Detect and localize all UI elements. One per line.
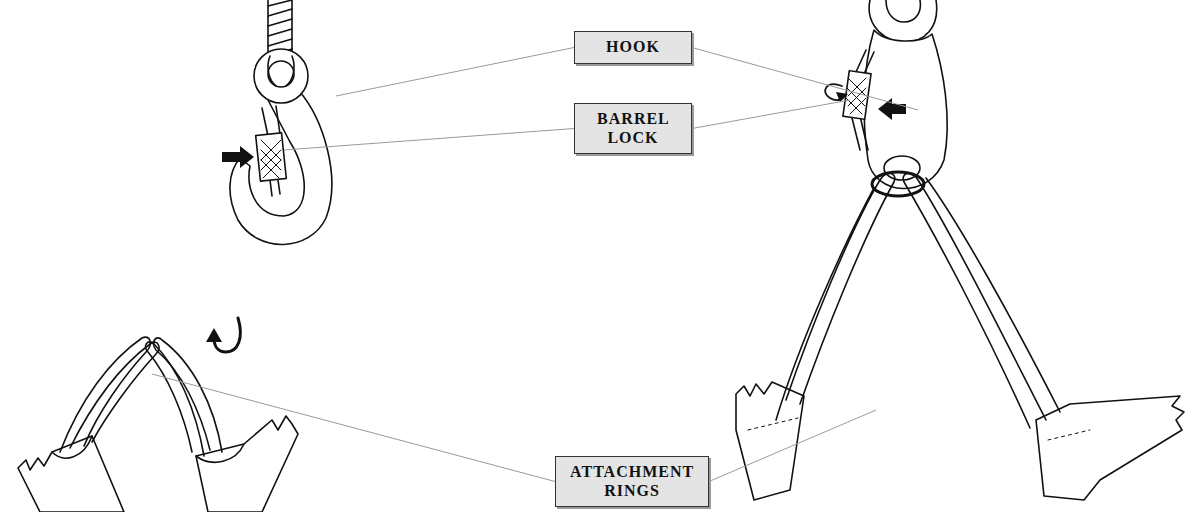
label-box: HOOK: [574, 31, 692, 64]
hook-eye-hole: [268, 61, 294, 87]
twist-arrow: [206, 318, 240, 352]
sleeve: [1036, 396, 1184, 500]
leader-line: [336, 48, 574, 97]
part-name: BARREL LOCK: [597, 110, 669, 147]
rope: [268, 0, 292, 56]
ring-loop: [146, 342, 204, 456]
hook-right: [864, 0, 947, 189]
hook-left: [230, 49, 332, 245]
ring-loop: [926, 178, 1060, 412]
leader-line: [284, 129, 574, 151]
strap-right-side-left: [736, 173, 895, 500]
attachment-ring: [872, 172, 924, 196]
hook-body: [864, 30, 947, 189]
leader-line: [709, 410, 876, 482]
sleeve: [736, 382, 804, 500]
rope-end: [268, 56, 294, 86]
barrel: [843, 71, 871, 120]
hook-body: [230, 92, 332, 245]
barrel-lock-left: [256, 106, 287, 196]
strap-right-side-right: [903, 173, 1184, 500]
barrel-knurl: [261, 140, 281, 178]
hook-eye: [254, 49, 308, 103]
sleeve-seam: [1048, 430, 1090, 440]
strap-right: [146, 338, 298, 512]
barrel: [256, 133, 287, 181]
leader-line: [692, 48, 918, 111]
ring-loop: [154, 338, 222, 452]
strap-left: [18, 337, 159, 512]
barrel-knurl: [846, 78, 866, 114]
hook-eye-hole: [886, 0, 920, 22]
push-arrow: [878, 98, 906, 120]
sleeve-seam: [748, 418, 798, 430]
rope-strands: [268, 0, 292, 56]
leader-line: [692, 100, 850, 129]
twist-arrow-head: [206, 328, 222, 342]
part-name: ATTACHMENT RINGS: [570, 463, 694, 500]
label-box: ATTACHMENT RINGS: [555, 456, 709, 507]
rope-outline: [268, 0, 292, 56]
push-arrow: [222, 146, 254, 168]
ring-loop: [903, 173, 1046, 428]
sleeve-edge: [52, 436, 92, 458]
part-name: HOOK: [606, 38, 660, 56]
ring-loop: [776, 188, 874, 420]
leader-line: [152, 374, 555, 482]
sleeve: [196, 416, 298, 512]
label-box: BARREL LOCK: [574, 103, 692, 154]
ring-loop: [786, 173, 895, 404]
ring-loop: [70, 342, 159, 448]
